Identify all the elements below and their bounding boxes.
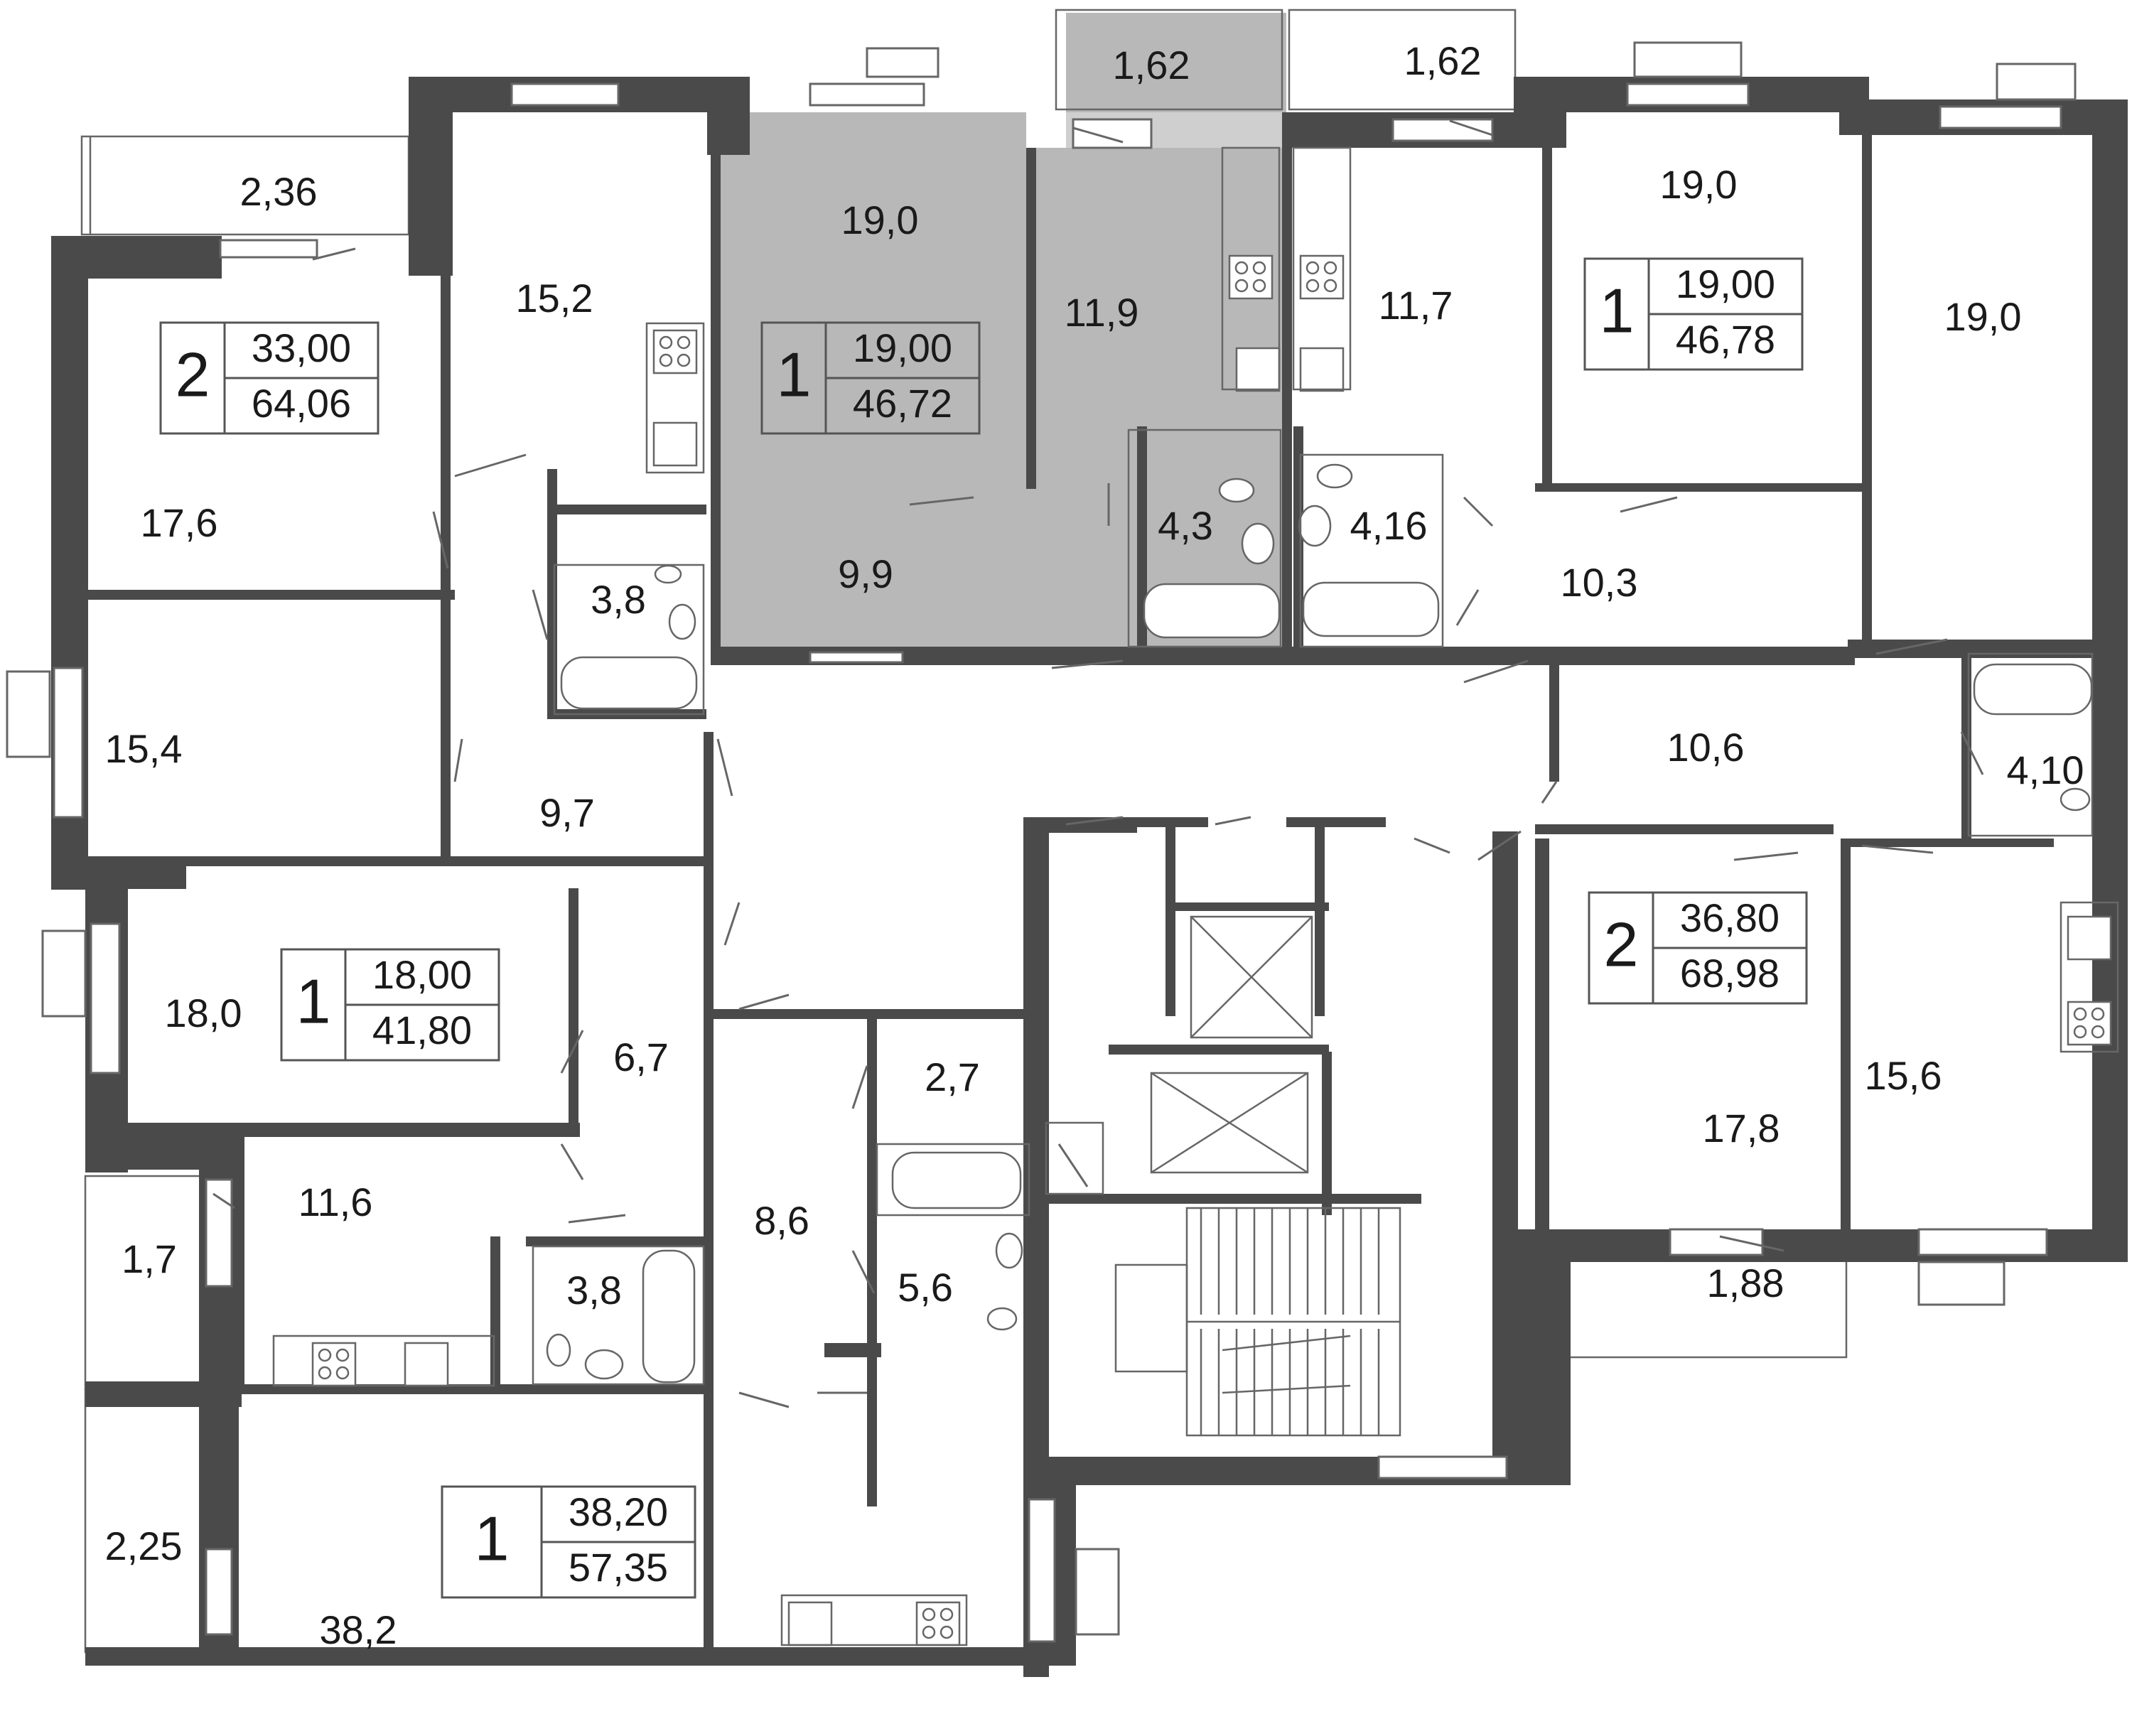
stove-icon — [915, 1601, 961, 1646]
apartment-living-area: 18,00 — [372, 952, 472, 997]
doors — [212, 119, 1984, 1408]
apartment-rooms: 2 — [1604, 909, 1639, 979]
room-area-label: 15,2 — [516, 276, 593, 320]
room-area-label: 6,7 — [613, 1035, 669, 1079]
room-area-label: 3,8 — [591, 577, 646, 622]
room-area-label: 10,3 — [1561, 560, 1638, 605]
apartment-living-area: 38,20 — [569, 1489, 668, 1534]
washbasin-icon — [1298, 505, 1332, 547]
room-area-label: 9,7 — [539, 790, 595, 835]
room-area-label: 10,6 — [1667, 725, 1745, 770]
room-labels: 2,36 15,2 17,6 3,8 15,4 9,7 19,0 9,9 1,6… — [105, 38, 2084, 1652]
room-area-label: 15,6 — [1865, 1053, 1942, 1098]
apartment-total-area: 46,78 — [1676, 317, 1775, 362]
sink-icon — [787, 1601, 833, 1646]
sink-icon — [652, 421, 698, 467]
room-area-label: 1,7 — [122, 1236, 177, 1281]
room-area-label: 4,3 — [1158, 503, 1213, 548]
room-area-label: 4,10 — [2007, 748, 2084, 792]
apartment-box: 1 18,00 41,80 — [280, 948, 500, 1062]
apartment-rooms: 1 — [296, 966, 331, 1036]
toilet-icon — [1218, 478, 1255, 503]
bathtub-icon — [1143, 583, 1281, 639]
room-area-label: 8,6 — [754, 1198, 809, 1243]
stove-icon — [1299, 254, 1345, 300]
fixtures — [272, 146, 2119, 1646]
toilet-icon — [986, 1307, 1018, 1331]
bathtub-icon — [1973, 663, 2093, 716]
room-area-label: 1,62 — [1404, 38, 1482, 83]
apartment-total-area: 68,98 — [1680, 951, 1780, 996]
sink-icon — [1235, 347, 1281, 392]
stove-icon — [652, 329, 698, 374]
room-area-label: 5,6 — [898, 1265, 953, 1310]
room-area-label: 18,0 — [165, 991, 242, 1035]
stove-icon — [311, 1342, 357, 1387]
bathtub-icon — [1302, 581, 1440, 637]
washbasin-icon — [1241, 522, 1275, 565]
bathtub-icon — [891, 1151, 1022, 1209]
room-area-label: 11,9 — [1065, 290, 1139, 335]
washbasin-icon — [584, 1349, 624, 1380]
room-area-label: 11,6 — [298, 1180, 373, 1224]
apartment-box: 1 19,00 46,78 — [1583, 257, 1804, 371]
bathtub-icon — [560, 656, 698, 710]
toilet-icon — [1316, 463, 1353, 489]
room-area-label: 19,0 — [841, 198, 919, 242]
room-area-label: 17,8 — [1703, 1106, 1780, 1150]
apartment-box: 2 33,00 64,06 — [159, 321, 379, 435]
room-area-label: 2,25 — [105, 1524, 183, 1568]
apartment-box: 1 38,20 57,35 — [441, 1485, 696, 1599]
apartment-total-area: 46,72 — [853, 381, 952, 426]
room-area-label: 19,0 — [1660, 162, 1738, 207]
apartment-box: 1 19,00 46,72 — [760, 321, 981, 435]
room-area-label: 1,62 — [1113, 43, 1190, 87]
apartment-box: 2 36,80 68,98 — [1588, 891, 1808, 1005]
apartment-rooms: 1 — [1600, 275, 1635, 345]
walls — [51, 77, 2128, 1677]
apartment-rooms: 2 — [176, 339, 210, 409]
room-area-label: 2,36 — [240, 169, 318, 214]
room-area-label: 9,9 — [838, 551, 893, 596]
apartment-living-area: 19,00 — [1676, 262, 1775, 306]
bathtub-icon — [642, 1249, 696, 1384]
apartment-total-area: 64,06 — [252, 381, 351, 426]
toilet-icon — [654, 564, 682, 584]
sink-icon — [404, 1342, 449, 1387]
stove-icon — [2067, 1001, 2112, 1046]
room-area-label: 4,16 — [1350, 503, 1428, 548]
room-area-label: 19,0 — [1944, 294, 2022, 339]
apartment-living-area: 33,00 — [252, 325, 351, 370]
stove-icon — [1228, 254, 1274, 300]
room-area-label: 38,2 — [320, 1607, 397, 1652]
stairs-icon — [1114, 1207, 1401, 1437]
apartment-living-area: 36,80 — [1680, 895, 1780, 940]
elevator-icon — [1150, 1072, 1309, 1174]
sink-icon — [1299, 347, 1345, 392]
apartment-living-area: 19,00 — [853, 325, 952, 370]
room-area-label: 3,8 — [566, 1268, 622, 1312]
apartment-total-area: 57,35 — [569, 1545, 668, 1590]
apartment-rooms: 1 — [777, 339, 812, 409]
elevator-icon — [1190, 915, 1313, 1039]
washbasin-icon — [668, 603, 696, 640]
room-area-label: 11,7 — [1379, 283, 1453, 328]
apartment-total-area: 41,80 — [372, 1008, 472, 1052]
sink-icon — [2067, 915, 2112, 961]
room-area-label: 1,88 — [1707, 1261, 1784, 1305]
windows — [6, 41, 2077, 1643]
room-area-label: 17,6 — [141, 500, 218, 545]
washbasin-icon — [995, 1232, 1023, 1269]
toilet-icon — [2060, 787, 2091, 812]
apartment-rooms: 1 — [475, 1503, 510, 1573]
toilet-icon — [546, 1333, 571, 1367]
room-area-label: 2,7 — [925, 1055, 980, 1099]
room-area-label: 15,4 — [105, 726, 183, 771]
